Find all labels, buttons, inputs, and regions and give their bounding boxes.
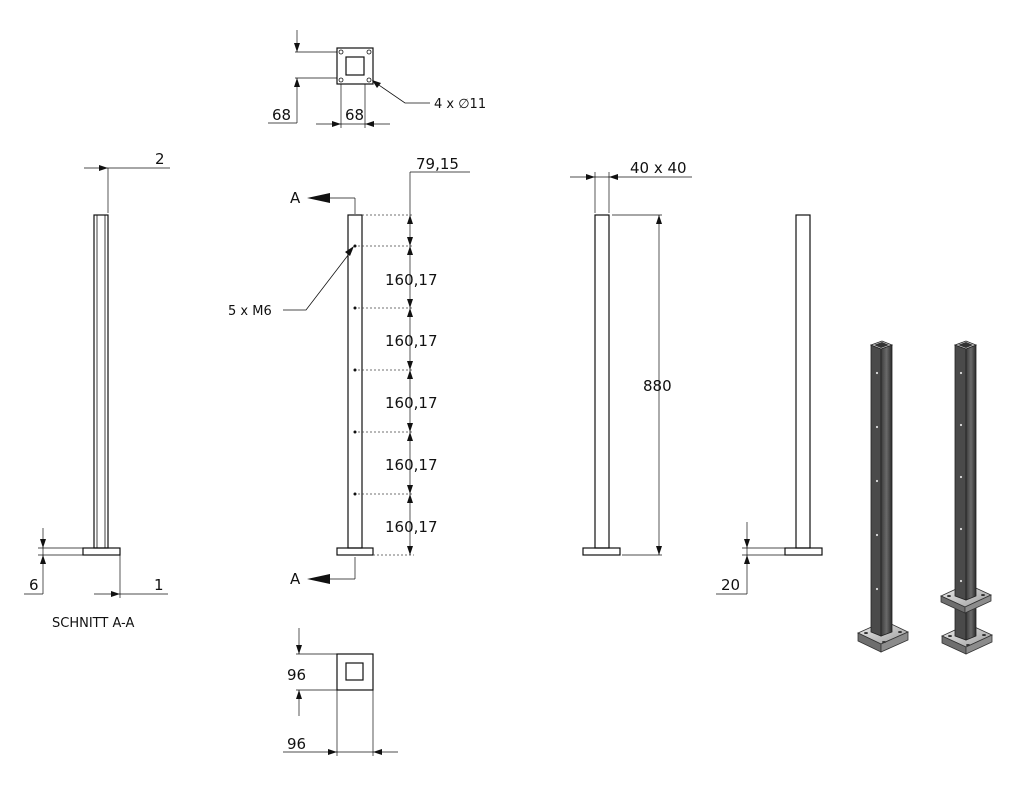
m6-hole (353, 306, 357, 310)
top-plate-view: 68 68 4 x ∅11 (268, 30, 486, 128)
top-plate-outline (336, 47, 374, 85)
top-plate-tube-opening (345, 56, 365, 76)
profile-size-dim: 40 x 40 (630, 159, 687, 177)
hole-spacing-dim-2: 160,17 (385, 332, 438, 350)
thread-callout: 5 x M6 (228, 304, 272, 319)
hole-spacing-dim-3: 160,17 (385, 394, 438, 412)
section-marker-bottom: A (290, 570, 301, 588)
section-base-plate (82, 547, 121, 556)
section-label: SCHNITT A-A (52, 616, 134, 631)
isometric-post-double-plate (940, 340, 993, 655)
hole-spacing-dim-5: 160,17 (385, 518, 438, 536)
bottom-plate-depth-dim: 96 (287, 666, 306, 684)
section-marker-top: A (290, 189, 301, 207)
plate-hole (338, 49, 344, 55)
section-plate-offset-dim: 1 (154, 576, 164, 594)
side-view: 40 x 40 880 (570, 159, 692, 556)
plate-hole (366, 49, 372, 55)
hole-spacing-dim-1: 160,17 (385, 271, 438, 289)
m6-hole (353, 368, 357, 372)
bottom-plate-tube-opening (345, 662, 364, 681)
section-post-outline (93, 214, 109, 549)
hole-spacing-dim-4: 160,17 (385, 456, 438, 474)
side-plate-thickness-dim: 20 (721, 576, 740, 594)
hole-pitch-top-dim: 79,15 (416, 155, 459, 173)
bottom-plate-width-dim: 96 (287, 735, 306, 753)
section-plate-thickness-dim: 6 (29, 576, 39, 594)
side2-post-outline (795, 214, 811, 549)
side-view-plate: 20 (716, 214, 823, 595)
wall-thickness-dim: 2 (155, 150, 165, 168)
isometric-post-single-plate (857, 340, 909, 653)
front-view: A A 79,15 160,17 160,17 160,17 160,17 16… (228, 155, 470, 588)
section-a-a-view: 2 6 1 SCHNITT A-A (24, 150, 170, 631)
plate-hole (338, 77, 344, 83)
side-post-outline (594, 214, 610, 549)
overall-height-dim: 880 (643, 377, 672, 395)
side2-base-plate (784, 547, 823, 556)
front-post-outline (347, 214, 363, 549)
m6-hole (353, 244, 357, 248)
top-plate-depth-dim: 68 (272, 106, 291, 124)
bottom-plate-outline (336, 653, 374, 691)
hole-callout: 4 x ∅11 (434, 97, 486, 112)
side-base-plate (582, 547, 621, 556)
front-base-plate (336, 547, 374, 556)
plate-hole (366, 77, 372, 83)
top-plate-width-dim: 68 (345, 106, 364, 124)
m6-hole (353, 492, 357, 496)
m6-hole (353, 430, 357, 434)
bottom-plate-view: 96 96 (283, 628, 398, 756)
